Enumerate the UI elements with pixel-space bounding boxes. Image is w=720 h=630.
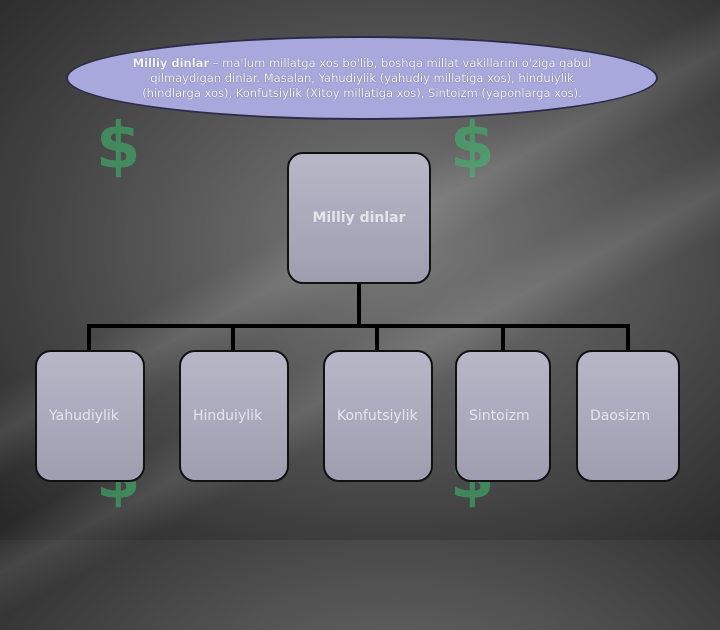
- definition-body: – ma'lum millatga xos bo'lib, boshqa mil…: [142, 55, 592, 100]
- child-node-konfutsiylik: Konfutsiylik: [323, 350, 433, 482]
- definition-term: Milliy dinlar: [132, 55, 210, 70]
- watermark-logo-icon: $: [96, 110, 141, 184]
- child-node-daosizm: Daosizm: [576, 350, 680, 482]
- watermark-logo-icon: $: [450, 110, 495, 184]
- child-node-hinduiylik: Hinduiylik: [179, 350, 289, 482]
- definition-text: Milliy dinlar – ma'lum millatga xos bo'l…: [128, 56, 596, 101]
- child-node-sintoizm: Sintoizm: [455, 350, 551, 482]
- org-chart-connectors: [87, 284, 630, 350]
- definition-ellipse: Milliy dinlar – ma'lum millatga xos bo'l…: [66, 36, 658, 120]
- child-node-yahudiylik: Yahudiylik: [35, 350, 145, 482]
- root-node: Milliy dinlar: [287, 152, 431, 284]
